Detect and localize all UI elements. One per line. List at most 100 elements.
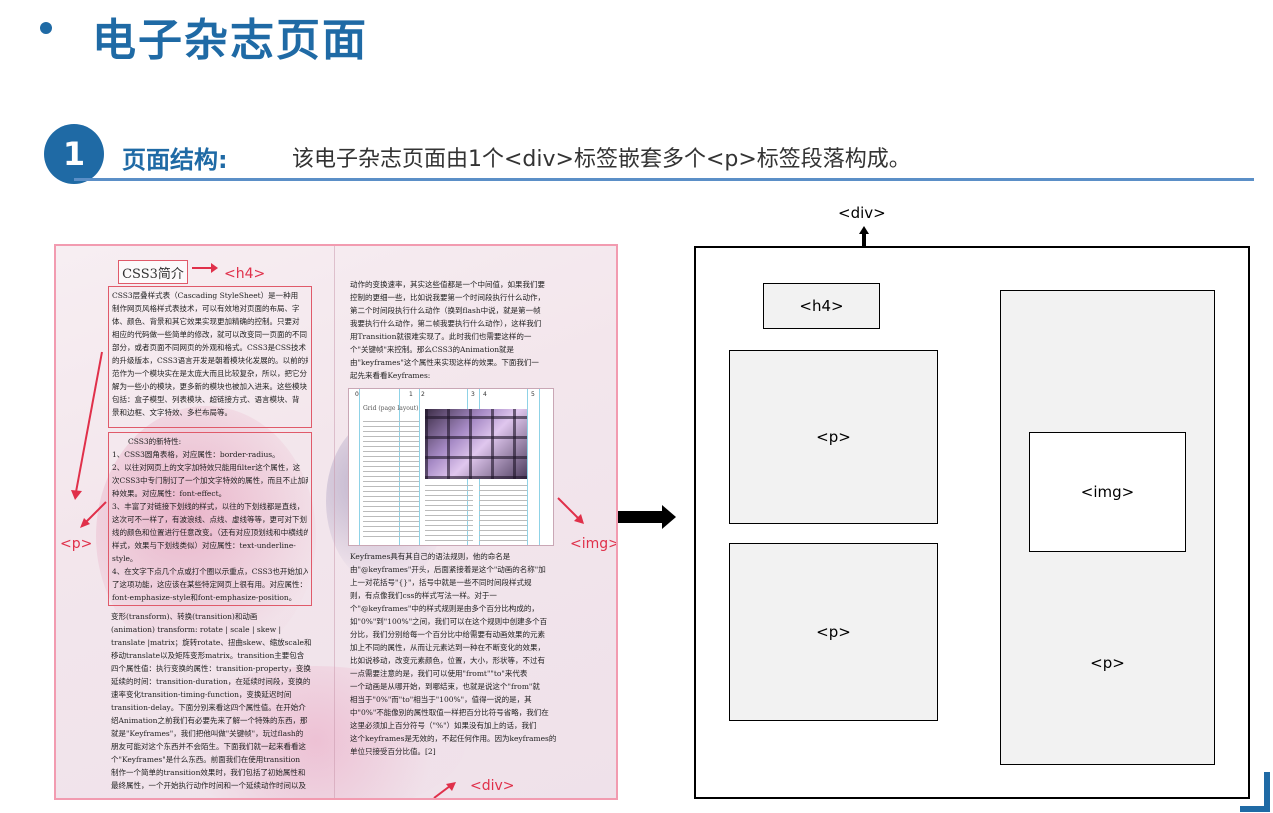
text-line: 速率变化transition-timing-function，变换延迟时间 xyxy=(111,688,323,701)
grid-column-number: 1 xyxy=(409,391,413,398)
text-line: 2、以往对网页上的文字加特效只能用filter这个属性，这 xyxy=(112,461,308,474)
text-line: 制作网页风格样式表技术，可以有效地对页面的布局、字 xyxy=(112,302,308,315)
grid-column-number: 0 xyxy=(355,391,359,398)
text-line: 朋友可能对这个东西并不会陌生。下面我们就一起来看看这 xyxy=(111,740,323,753)
text-line: 变形(transform)、转换(transition)和动画 xyxy=(111,610,323,623)
page-divider xyxy=(334,246,335,800)
magazine-image: 0 1 2 3 4 5 Grid (page layout) xyxy=(348,388,554,546)
text-line: 绍Animation之前我们有必要先来了解一个特殊的东西，那 xyxy=(111,714,323,727)
text-line: 了这项功能，这应该在某些特定网页上很有用。对应属性： xyxy=(112,578,308,591)
text-line: 则，有点像我们css的样式写法一样。对于一 xyxy=(350,589,562,602)
text-line: 单位只接受百分比值。[2] xyxy=(350,745,562,758)
text-line: 我要执行什么动作，第二帧我要执行什么动作），这样我们 xyxy=(350,317,560,330)
section-label: 页面结构: xyxy=(122,140,228,175)
text-line: translate |matrix；旋转rotate、扭曲skew、缩放scal… xyxy=(111,636,323,649)
text-line: font-emphasize-style和font-emphasize-posi… xyxy=(112,591,308,604)
arrow-down-left-icon xyxy=(70,350,106,500)
text-line: 四个属性值：执行变换的属性：transition-property，变换 xyxy=(111,662,323,675)
text-line: 包括：盒子模型、列表模块、超链接方式、语言模块、背 xyxy=(112,393,308,406)
grid-column-number: 4 xyxy=(483,391,487,398)
magazine-paragraph-2: CSS3的新特性: 1、CSS3圆角表格，对应属性：border-radius。… xyxy=(108,432,312,606)
section-divider xyxy=(74,178,1254,181)
text-line: (animation) transform: rotate | scale | … xyxy=(111,623,323,636)
mini-text-column xyxy=(479,485,527,541)
text-line: 第二个时间段执行什么动作（换到flash中说，就是第一帧 xyxy=(350,304,560,317)
text-line: 这个keyframes是无效的，不起任何作用。因为keyframes的 xyxy=(350,732,562,745)
magazine-right-text-top: 动作的变换速率，其实这些值都是一个中间值，如果我们要控制的更细一些，比如说我要第… xyxy=(350,278,560,386)
arrow-right-icon xyxy=(192,262,218,274)
grid-column-number: 3 xyxy=(471,391,475,398)
text-line: 延续的时间：transition-duration，在延续时间段，变换的 xyxy=(111,675,323,688)
text-line: 上一对花括号"{}"，括号中就是一些不同时间段样式规 xyxy=(350,576,562,589)
annotation-p: <p> xyxy=(60,536,92,552)
text-line: 4、在文字下点几个点或打个圈以示重点，CSS3也开始加入 xyxy=(112,565,308,578)
mini-text-column xyxy=(425,485,473,541)
grid-column-numbers: 0 1 2 3 4 5 xyxy=(349,391,554,401)
grid-column-number: 2 xyxy=(421,391,425,398)
text-line: style。 xyxy=(112,552,308,565)
mini-heading: Grid (page layout) xyxy=(363,405,419,412)
text-line: 种效果。对应属性：font-effect。 xyxy=(112,487,308,500)
text-line: 一个动画是从哪开始，到哪结束，也就是说这个"from"就 xyxy=(350,680,562,693)
text-line: 体、颜色、背景和其它效果实现更加精确的控制。只要对 xyxy=(112,315,308,328)
text-line: 次CSS3中专门制订了一个加文字特效的属性，而且不止加两 xyxy=(112,474,308,487)
grid-column-number: 5 xyxy=(531,391,535,398)
text-line: 部分，或者页面不同网页的外观和格式。CSS3是CSS技术 xyxy=(112,341,308,354)
arrow-down-right-icon xyxy=(556,496,586,526)
text-line: 制作一个简单的transition效果时，我们包括了初始属性和 xyxy=(111,766,323,779)
arrow-down-left-icon xyxy=(80,500,110,530)
magazine-right-text-bottom: Keyframes具有其自己的语法规则，他的命名是由"@keyframes"开头… xyxy=(350,550,562,766)
section-number-badge: 1 xyxy=(44,124,104,184)
text-line: 这次可不一样了，有波浪线、点线、虚线等等，更可对下划 xyxy=(112,513,308,526)
text-line: Keyframes具有其自己的语法规则，他的命名是 xyxy=(350,550,562,563)
text-line: 分比，我们分别给每一个百分比中给需要有动画效果的元素 xyxy=(350,628,562,641)
text-line: 的升级版本，CSS3语言开发是朝着模块化发展的。以前的规 xyxy=(112,354,308,367)
magazine-heading: CSS3简介 xyxy=(118,260,188,284)
text-line: 最终属性，一个开始执行动作时间和一个延续动作时间以及 xyxy=(111,779,323,792)
diagram-p-box: <p> xyxy=(729,350,938,524)
text-line: 控制的更细一些，比如说我要第一个时间段执行什么动作， xyxy=(350,291,560,304)
text-line: 移动translate以及矩阵变形matrix。transition主要包含 xyxy=(111,649,323,662)
diagram-img-box: <img> xyxy=(1029,432,1186,552)
section-description: 该电子杂志页面由1个<div>标签嵌套多个<p>标签段落构成。 xyxy=(292,141,911,173)
grid-line xyxy=(359,389,360,545)
mini-text-column xyxy=(363,417,419,537)
paragraph-heading: CSS3的新特性: xyxy=(112,435,308,448)
text-line: 起先来看看Keyframes: xyxy=(350,369,560,382)
text-line: 线的颜色和位置进行任意改变。（还有对应顶划线和中横线的 xyxy=(112,526,308,539)
text-line: 就是"Keyframes"，我们把他叫做"关键帧"，玩过flash的 xyxy=(111,727,323,740)
magazine-paragraph-3: 变形(transform)、转换(transition)和动画(animatio… xyxy=(108,610,326,800)
diagram-div-label: <div> xyxy=(838,204,886,222)
text-line: 一点需要注意的是，我们可以使用"fromt""to"来代表 xyxy=(350,667,562,680)
text-line: 个"@keyframes"中的样式规则是由多个百分比构成的， xyxy=(350,602,562,615)
text-line: 范作为一个模块实在是太庞大而且比较复杂，所以，把它分 xyxy=(112,367,308,380)
text-line: transition-delay。下面分别来看这四个属性值。在开始介 xyxy=(111,701,323,714)
magazine-paragraph-1: CSS3层叠样式表（Cascading StyleSheet）是一种用制作网页风… xyxy=(108,286,312,428)
page-title: 电子杂志页面 xyxy=(92,4,368,68)
text-line: 这里必须加上百分符号（"%"）如果没有加上的话，我们 xyxy=(350,719,562,732)
title-bullet xyxy=(40,22,52,34)
magazine-screenshot: CSS3简介 <h4> CSS3层叠样式表（Cascading StyleShe… xyxy=(54,244,618,800)
text-line: 个"关键帧"来控制。那么CSS3的Animation就是 xyxy=(350,343,560,356)
magazine-photo xyxy=(425,409,527,479)
text-line: 解为一些小的模块，更多新的模块也被加入进来。这些模块 xyxy=(112,380,308,393)
text-line: 由"keyframes"这个属性来实现这样的效果。下面我们一 xyxy=(350,356,560,369)
grid-line xyxy=(419,389,420,545)
text-line: 如"0%"到"100%"之间，我们可以在这个规则中创建多个百 xyxy=(350,615,562,628)
annotation-h4: <h4> xyxy=(224,266,265,282)
diagram-h4-box: <h4> xyxy=(763,283,880,329)
text-line: CSS3层叠样式表（Cascading StyleSheet）是一种用 xyxy=(112,289,308,302)
text-line: 样式，效果与下划线类似）对应属性：text-underline- xyxy=(112,539,308,552)
grid-line xyxy=(527,389,528,545)
grid-line xyxy=(539,389,540,545)
arrow-up-right-icon xyxy=(432,780,458,800)
text-line: 比如说移动，改变元素颜色，位置，大小，形状等，不过有 xyxy=(350,654,562,667)
text-line: 景和边框、文字特效、多栏布局等。 xyxy=(112,406,308,419)
text-line: 用Transition就很难实现了。此时我们也需要这样的一 xyxy=(350,330,560,343)
annotation-img: <img> xyxy=(570,536,618,552)
annotation-div: <div> xyxy=(470,778,515,794)
text-line: 3、丰富了对链接下划线的样式，以往的下划线都是直线， xyxy=(112,500,308,513)
text-line: 加上不同的属性，从而让元素达到一种在不断变化的效果， xyxy=(350,641,562,654)
text-line: 相应的代码做一些简单的修改，就可以改变同一页面的不同 xyxy=(112,328,308,341)
text-line: 动作的变换速率，其实这些值都是一个中间值，如果我们要 xyxy=(350,278,560,291)
